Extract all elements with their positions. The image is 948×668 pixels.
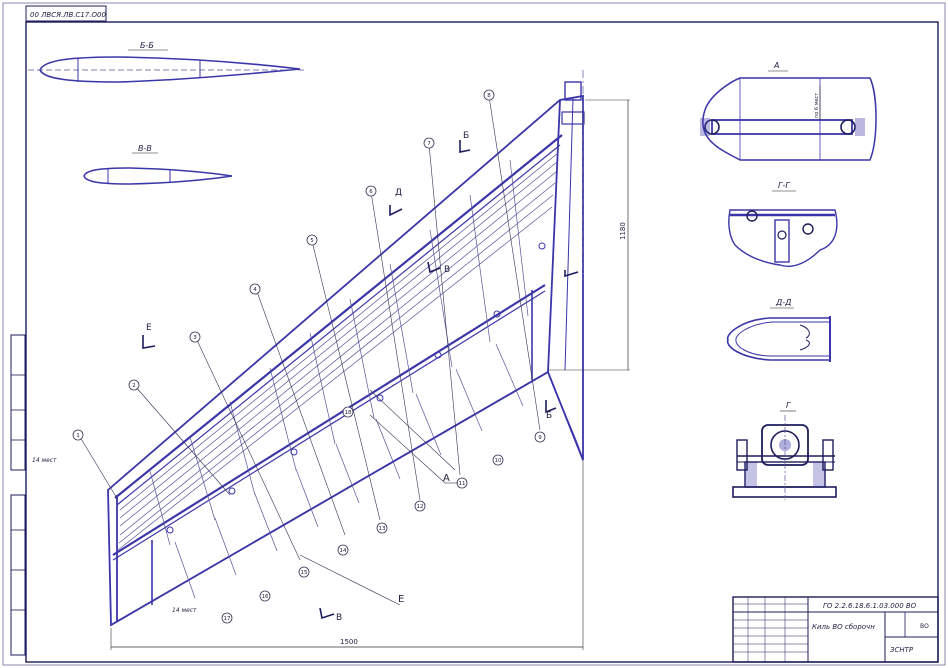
title-block: ГО 2.2.6.18.6.1.03.000 ВО Киль ВО сбороч… (732, 596, 939, 663)
cut-mark-label: В (444, 265, 450, 275)
section-g-g: Г-Г (728, 181, 838, 267)
stamp-top-text: 00 ЛВСЯ.ЛВ.С17.О00 (30, 11, 106, 19)
pos-num: 1 (76, 433, 80, 439)
title-doc-number: ГО 2.2.6.18.6.1.03.000 ВО (823, 602, 917, 610)
section-v-v-label: В-В (138, 144, 152, 153)
pos-num: 2 (132, 383, 136, 389)
note-bottom: 14 мест (172, 607, 197, 614)
title-name: Киль ВО сборочн (812, 623, 875, 631)
detail-a-dim: по 6 мест (814, 93, 820, 118)
cut-mark-label: Б (463, 131, 469, 141)
position-callouts: 1 2 3 4 5 6 7 8 9 10 11 12 13 14 15 16 1… (72, 89, 546, 624)
cut-mark-label: Б (546, 411, 552, 421)
pos-num: 10 (495, 458, 502, 464)
title-sheet-code: ВО (920, 623, 929, 630)
section-v-v: В-В (83, 144, 233, 185)
pos-num: 3 (193, 335, 197, 341)
hinge-brackets (166, 242, 546, 534)
pos-num: 13 (379, 526, 386, 532)
pos-num: 4 (253, 287, 257, 293)
section-b-b-label: Б-Б (140, 41, 154, 50)
cut-mark-label: Д (395, 188, 402, 198)
pos-num: 9 (538, 435, 542, 441)
pos-num: 7 (427, 141, 431, 147)
pos-num: 8 (487, 93, 491, 99)
title-org: ЗСНТР (890, 646, 914, 654)
dim-horizontal: 1500 (340, 638, 358, 646)
section-cut-marks (142, 140, 579, 620)
callout-a: А (443, 473, 450, 484)
pos-num: 11 (459, 481, 466, 487)
callout-e: Е (398, 594, 404, 605)
pos-num: 18 (345, 410, 352, 416)
airfoil-b-b (39, 56, 301, 83)
balloon-group (72, 89, 546, 624)
section-b-b: Б-Б (28, 41, 305, 83)
fin-assembly-main-view (107, 70, 585, 627)
callout-letters: А Е (299, 414, 458, 606)
pos-num: 15 (301, 570, 308, 576)
section-g-g-label: Г-Г (778, 181, 790, 190)
pos-num: 6 (369, 189, 373, 195)
dim-vertical: 1180 (619, 222, 627, 240)
pos-num: 16 (262, 594, 269, 600)
left-side-strips (10, 334, 26, 656)
section-d-d-label: Д-Д (775, 298, 791, 307)
section-d-d: Д-Д (726, 298, 831, 362)
detail-a-label: А (773, 61, 779, 70)
detail-g-label: Г (786, 401, 791, 410)
cut-mark-label: Е (146, 323, 152, 333)
top-left-stamp: 00 ЛВСЯ.ЛВ.С17.О00 (25, 5, 107, 22)
cut-mark-label: В (336, 613, 342, 623)
pos-num: 5 (310, 238, 314, 244)
pos-num: 14 (340, 548, 347, 554)
pos-num: 12 (417, 504, 424, 510)
dimension-lines: 1180 1500 (110, 99, 630, 650)
pos-num: 17 (224, 616, 231, 622)
sheet-inner-frame (25, 21, 939, 663)
note-left: 14 мест (32, 457, 57, 464)
detail-a: А по 6 мест (700, 61, 877, 161)
detail-g: Г (732, 401, 837, 500)
airfoil-v-v (83, 167, 233, 185)
